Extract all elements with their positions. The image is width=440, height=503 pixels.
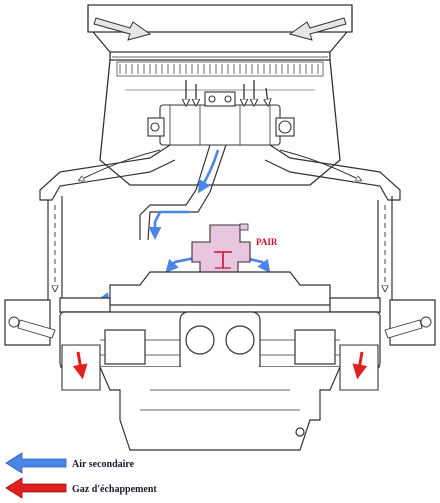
exhaust-gas-flow xyxy=(72,351,368,380)
legend: Air secondaire Gaz d'échappement xyxy=(5,452,157,499)
legend-label-secondary-air: Air secondaire xyxy=(72,459,135,470)
pair-valve xyxy=(191,223,251,273)
intake-arrow-right xyxy=(288,17,347,41)
intake-arrows xyxy=(93,17,347,41)
duct-curve-arrows xyxy=(80,149,360,180)
air-filter-element xyxy=(116,61,324,77)
crankcase xyxy=(60,366,380,451)
red-arrow-icon xyxy=(5,477,67,499)
spark-plugs xyxy=(8,316,432,339)
legend-label-exhaust-gas: Gaz d'échappement xyxy=(72,484,157,495)
throttle-intake-arrows xyxy=(186,80,268,104)
air-box xyxy=(87,4,353,186)
intake-arrow-left xyxy=(93,17,152,41)
legend-item-secondary-air: Air secondaire xyxy=(5,452,135,474)
legend-item-exhaust-gas: Gaz d'échappement xyxy=(5,477,157,499)
blue-arrow-icon xyxy=(5,452,67,474)
pair-valve-label: PAIR xyxy=(256,237,278,247)
engine-block xyxy=(59,311,381,373)
throttle-body-assembly xyxy=(147,91,295,146)
